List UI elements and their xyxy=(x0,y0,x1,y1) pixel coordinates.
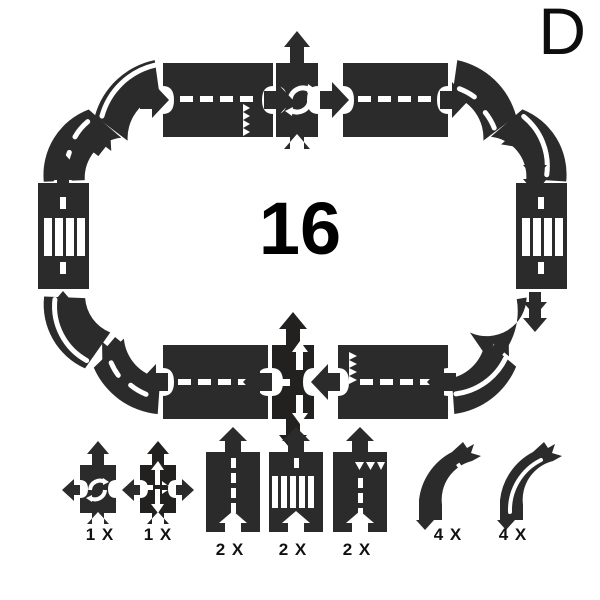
connector-arrow-left-up-b xyxy=(51,152,75,175)
connector-arrow-tr-diag xyxy=(498,122,521,148)
connector-arrow-right-down-d xyxy=(523,308,547,332)
legend-qty-yield: 2 X xyxy=(342,540,372,559)
legend-qty-crosswalk: 2 X xyxy=(278,540,308,559)
legend-qty-crossroad: 1 X xyxy=(143,525,173,544)
connector-arrow-left-1 xyxy=(139,364,168,400)
connector-arrow-right-down-c xyxy=(523,292,547,316)
track-piece-corner-tl-outer xyxy=(94,60,160,141)
connector-arrow-right-2 xyxy=(264,82,293,118)
connector-arrow-left-up-a xyxy=(51,166,75,190)
legend-qty-roundabout: 1 X xyxy=(85,525,115,544)
legend-icon-yield-tile-icon xyxy=(333,427,387,532)
legend-qty-curve-dashed: 4 X xyxy=(433,525,463,544)
legend-icon-curve-dashed-tile-icon xyxy=(416,442,481,530)
connector-arrow-right-4 xyxy=(440,82,469,118)
track-piece-top-left-straight xyxy=(163,63,273,137)
legend-icon-crossroad-tile-icon xyxy=(122,441,194,524)
legend-icon-roundabout-tile-icon xyxy=(62,441,116,524)
connector-arrow-right-3 xyxy=(320,82,349,118)
legend-qty-curve-plain: 4 X xyxy=(498,525,528,544)
connector-arrow-left-3 xyxy=(311,364,340,400)
track-piece-corner-br-inner xyxy=(451,340,517,415)
connector-arrow-br-diag xyxy=(486,336,509,362)
connector-arrow-bl-diag xyxy=(102,336,125,362)
track-piece-corner-bl-outer xyxy=(43,296,111,369)
connector-arrow-right-down-b xyxy=(523,169,547,193)
track-piece-right-crosswalk xyxy=(516,183,567,289)
connector-arrow-right-down-a xyxy=(523,155,547,179)
total-piece-count: 16 xyxy=(258,187,342,270)
connector-arrow-left-2 xyxy=(243,364,272,400)
legend-qty-straight: 2 X xyxy=(215,540,245,559)
connector-arrow-left-4 xyxy=(427,364,456,400)
legend-icon-straight-tile-icon xyxy=(206,427,260,532)
legend-icon-curve-plain-tile-icon xyxy=(497,442,562,530)
connector-arrow-tl-up xyxy=(88,131,112,157)
legend-icon-crosswalk-tile-icon xyxy=(269,427,323,532)
track-piece-bottom-right-straight xyxy=(338,345,448,419)
track-piece-top-right-straight xyxy=(343,63,448,137)
track-piece-corner-tr-outer xyxy=(452,60,517,141)
sheet-letter: D xyxy=(538,0,586,68)
